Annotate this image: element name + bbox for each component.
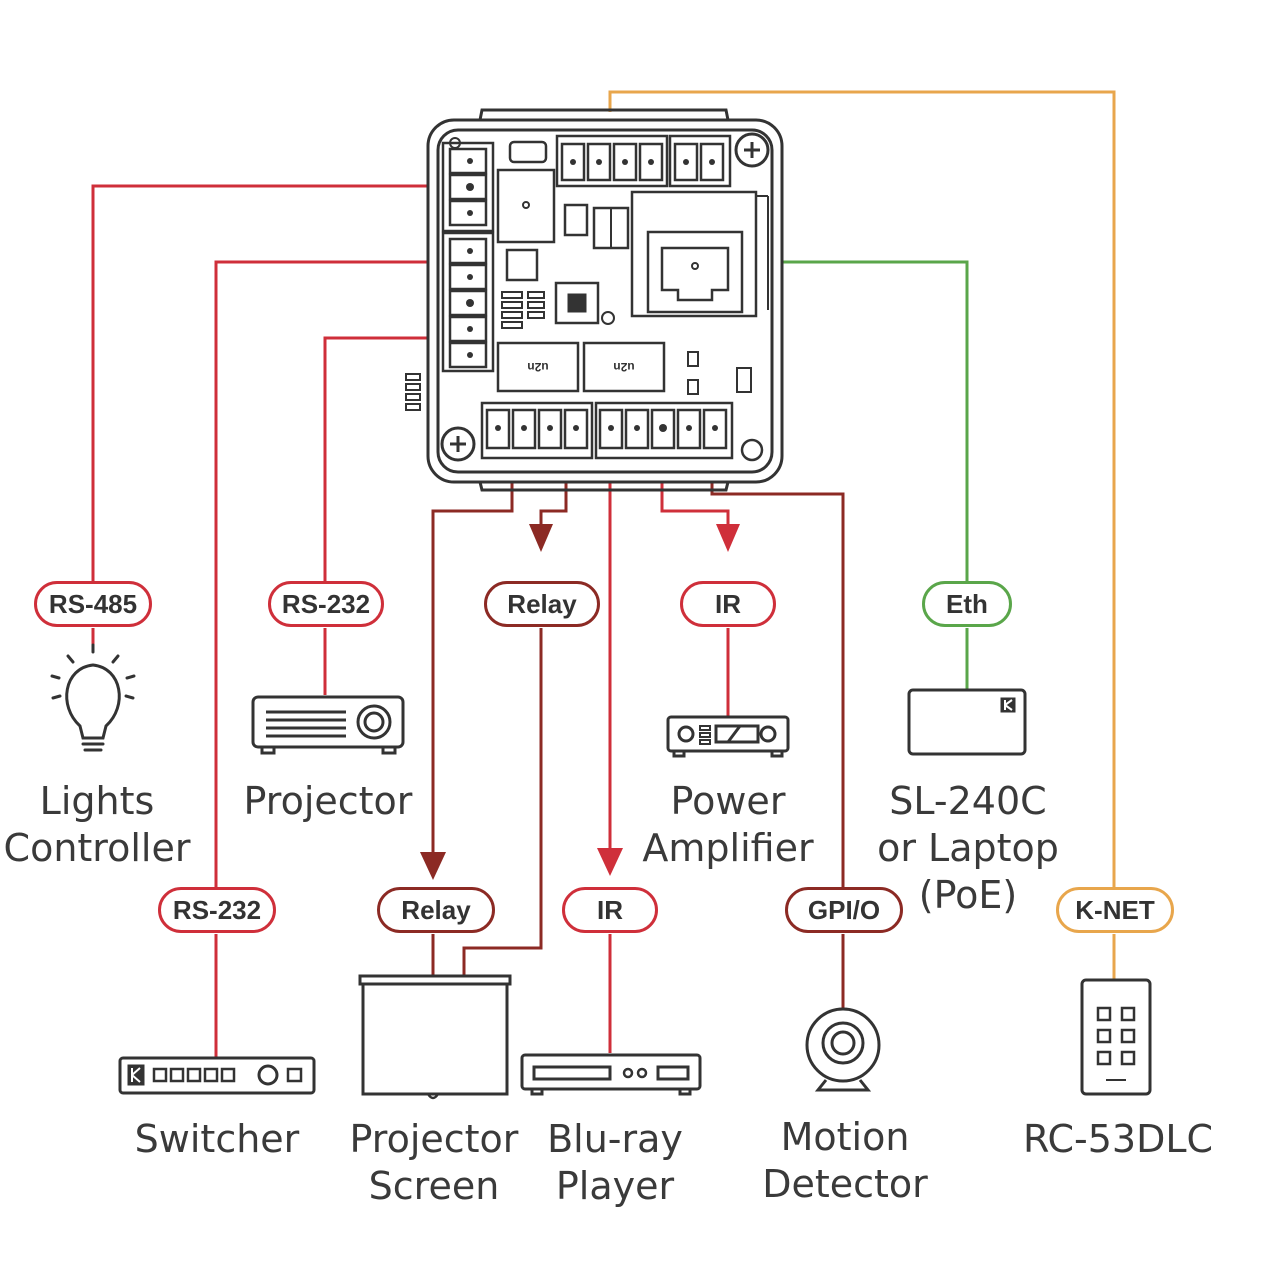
relay-bottom-wire xyxy=(431,482,514,862)
wires xyxy=(91,90,1116,1058)
rc53dlc-line1: RC-53DLC xyxy=(1022,1117,1214,1161)
rs232-projector-wire xyxy=(323,336,430,582)
gpio-pill: GPI/O xyxy=(785,887,903,933)
lightbulb-icon xyxy=(50,643,136,752)
sl240c-line3: (PoE) xyxy=(918,873,1018,917)
ir-top-label: IR xyxy=(715,588,741,619)
rs485-wire xyxy=(91,184,438,582)
knet-label: K-NET xyxy=(1075,894,1155,925)
eth-label: Eth xyxy=(946,588,988,619)
lights-line1: Lights xyxy=(39,779,155,823)
rs232-projector-label: RS-232 xyxy=(281,588,371,619)
switcher-label: Switcher xyxy=(122,1116,312,1163)
switcher-line1: Switcher xyxy=(134,1117,300,1161)
amplifier-line1: Power xyxy=(670,779,786,823)
eth-wire xyxy=(755,260,969,582)
screen-line1: Projector xyxy=(349,1117,519,1161)
gpio-wire xyxy=(710,482,845,888)
sl240c-icon xyxy=(907,688,1027,756)
motion-line2: Detector xyxy=(762,1162,928,1206)
rc53dlc-label: RC-53DLC xyxy=(1018,1116,1218,1163)
relay-bottom-arrow-icon xyxy=(420,852,446,880)
projector-icon xyxy=(251,695,405,755)
projector-screen-label: Projector Screen xyxy=(344,1116,524,1210)
bluray-player-icon xyxy=(520,1053,702,1096)
bluray-line1: Blu-ray xyxy=(547,1117,683,1161)
relay-bottom-label: Relay xyxy=(401,894,471,925)
chip-label-2: u2n xyxy=(613,360,634,374)
controller-board-icon xyxy=(405,108,784,492)
chip-label-1: u2n xyxy=(527,360,548,374)
bluray-line2: Player xyxy=(555,1164,675,1208)
amplifier-line2: Amplifier xyxy=(642,826,814,870)
ir-top-arrow-icon xyxy=(716,524,740,552)
rs232-switcher-label: RS-232 xyxy=(172,894,262,925)
keypad-icon xyxy=(1080,978,1152,1096)
lights-line2: Controller xyxy=(3,826,191,870)
projector-label: Projector xyxy=(238,778,418,825)
relay-top-arrow-icon xyxy=(529,524,553,552)
rs232-projector-pill: RS-232 xyxy=(268,581,384,627)
eth-pill: Eth xyxy=(922,581,1012,627)
knet-wire xyxy=(608,90,1116,888)
bluray-label: Blu-ray Player xyxy=(530,1116,700,1210)
arrow-heads xyxy=(420,524,740,880)
projector-screen-icon xyxy=(358,974,512,1100)
ir-bottom-pill: IR xyxy=(562,887,658,933)
switcher-icon xyxy=(118,1056,316,1095)
sl240c-line2: or Laptop xyxy=(877,826,1059,870)
knet-pill: K-NET xyxy=(1056,887,1174,933)
motion-detector-label: Motion Detector xyxy=(750,1114,940,1208)
rs485-pill: RS-485 xyxy=(34,581,152,627)
rs232-switcher-wire xyxy=(214,260,430,888)
motion-line1: Motion xyxy=(780,1115,910,1159)
ir-bottom-label: IR xyxy=(597,894,623,925)
rs232-switcher-pill: RS-232 xyxy=(158,887,276,933)
sl240c-line1: SL-240C xyxy=(889,779,1047,823)
gpio-label: GPI/O xyxy=(807,894,881,925)
lights-controller-label: Lights Controller xyxy=(0,778,194,872)
projector-line1: Projector xyxy=(243,779,413,823)
amplifier-icon xyxy=(666,715,790,758)
relay-top-pill: Relay xyxy=(484,581,600,627)
relay-top-label: Relay xyxy=(507,588,577,619)
relay-bottom-pill: Relay xyxy=(377,887,495,933)
ir-top-pill: IR xyxy=(680,581,776,627)
ir-top-wire xyxy=(660,482,730,530)
ir-bottom-arrow-icon xyxy=(597,848,623,876)
rs485-label: RS-485 xyxy=(48,588,138,619)
screen-line2: Screen xyxy=(368,1164,500,1208)
sl240c-label: SL-240C or Laptop (PoE) xyxy=(868,778,1068,919)
amplifier-label: Power Amplifier xyxy=(638,778,818,872)
relay-top-wire xyxy=(539,482,568,530)
motion-detector-icon xyxy=(805,1007,881,1092)
